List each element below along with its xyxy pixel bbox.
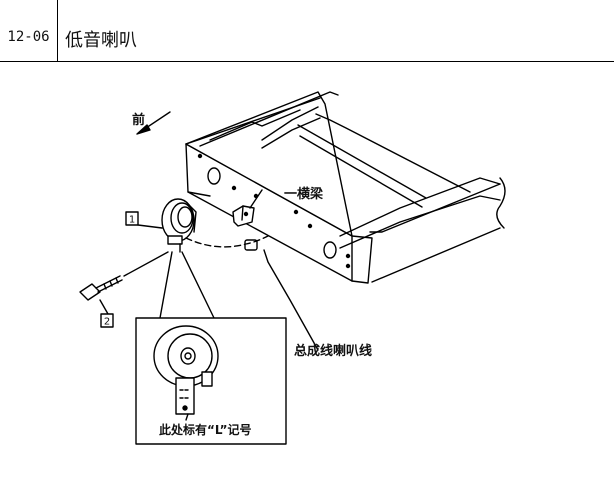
mounting-bolt xyxy=(79,275,123,301)
crossbeam-leader xyxy=(249,189,263,209)
harness-leader xyxy=(263,249,319,351)
callout-1-leader xyxy=(137,224,163,229)
callout-2: 2 xyxy=(104,317,110,328)
crossbeam-label: 一横梁 xyxy=(284,186,324,202)
horn-detail-closeup xyxy=(153,325,219,421)
horn-assembly xyxy=(161,198,197,253)
horn-mounting-bracket xyxy=(232,205,255,227)
chassis-frame xyxy=(185,91,506,284)
page-title: 低音喇叭 xyxy=(65,30,137,51)
callout-1: 1 xyxy=(129,215,135,226)
marking-note: 此处标有“L”记号 xyxy=(159,422,252,437)
horn-wire xyxy=(185,235,269,248)
front-direction-arrow xyxy=(136,111,171,135)
front-direction-label: 前 xyxy=(132,112,145,128)
harness-label: 总成线喇叭线 xyxy=(294,343,372,359)
callout-2-leader xyxy=(99,299,109,315)
horn-installation-diagram: 1 2 前 一横梁 总成线喇叭线 此处标有“L”记号 xyxy=(79,91,506,445)
page-header: 12-06 低音喇叭 xyxy=(0,0,614,62)
section-code: 12-06 xyxy=(0,0,58,61)
